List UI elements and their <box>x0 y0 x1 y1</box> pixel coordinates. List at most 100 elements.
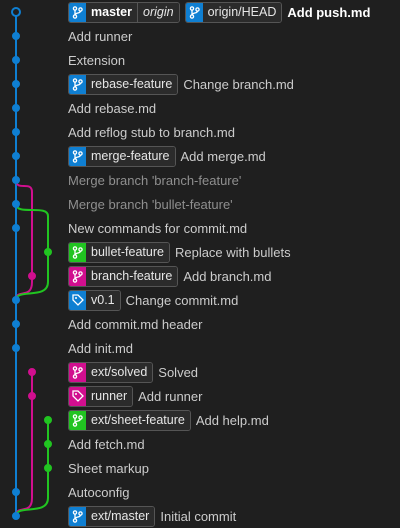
commit-node <box>44 248 52 256</box>
commit-node <box>28 272 36 280</box>
tag-icon <box>69 290 86 310</box>
branch-badge[interactable]: ext/master <box>68 505 156 527</box>
commit-row[interactable]: ext/master Initial commit <box>68 504 236 528</box>
git-branch-icon <box>69 506 86 526</box>
commit-node <box>28 368 36 376</box>
commit-row[interactable]: ext/sheet-feature Add help.md <box>68 408 269 432</box>
branch-badge[interactable]: rebase-feature <box>68 73 179 95</box>
git-branch-icon <box>69 242 86 262</box>
ref-label: origin/HEAD <box>202 2 282 22</box>
git-branch-icon <box>69 146 86 166</box>
commit-message: Add merge.md <box>180 148 266 164</box>
commit-node <box>12 152 20 160</box>
commit-node <box>12 56 20 64</box>
commit-graph <box>11 7 52 520</box>
commit-node <box>12 296 20 304</box>
commit-row[interactable]: branch-feature Add branch.md <box>68 264 271 288</box>
commit-row[interactable]: Sheet markup <box>68 456 149 480</box>
commit-row[interactable]: ext/solved Solved <box>68 360 198 384</box>
commit-message: Add runner <box>138 388 203 404</box>
commit-message: Add init.md <box>68 340 134 356</box>
commit-message: Solved <box>158 364 199 380</box>
commit-row[interactable]: Extension <box>68 48 125 72</box>
commit-message: Add branch.md <box>183 268 272 284</box>
remote-label: origin <box>137 2 179 22</box>
commit-node <box>12 104 20 112</box>
commit-message: Merge branch 'bullet-feature' <box>68 196 233 212</box>
commit-node <box>12 320 20 328</box>
ref-label: bullet-feature <box>86 242 169 262</box>
ref-label: branch-feature <box>86 266 178 286</box>
ref-label: master <box>86 2 137 22</box>
commit-node <box>12 512 20 520</box>
commit-node <box>12 344 20 352</box>
tag-badge[interactable]: runner <box>68 385 134 407</box>
ref-label: ext/solved <box>86 362 153 382</box>
ref-label: runner <box>86 386 133 406</box>
commit-row[interactable]: merge-feature Add merge.md <box>68 144 266 168</box>
commit-node <box>12 200 20 208</box>
branch-badge[interactable]: origin/HEAD <box>184 1 283 23</box>
branch-badge[interactable]: ext/solved <box>68 361 154 383</box>
git-branch-icon <box>69 362 86 382</box>
branch-badge[interactable]: bullet-feature <box>68 241 170 263</box>
commit-row[interactable]: runner Add runner <box>68 384 202 408</box>
git-branch-icon <box>69 266 86 286</box>
commit-node <box>12 224 20 232</box>
commit-row[interactable]: Add reflog stub to branch.md <box>68 120 235 144</box>
ref-label: v0.1 <box>86 290 120 310</box>
tag-icon <box>69 386 86 406</box>
commit-node <box>44 464 52 472</box>
commit-node <box>12 32 20 40</box>
commit-row[interactable]: Add runner <box>68 24 132 48</box>
commit-node <box>44 440 52 448</box>
commit-node <box>12 176 20 184</box>
commit-node <box>12 128 20 136</box>
branch-badge[interactable]: merge-feature <box>68 145 176 167</box>
git-branch-icon <box>69 74 86 94</box>
commit-row[interactable]: Merge branch 'bullet-feature' <box>68 192 233 216</box>
commit-message: New commands for commit.md <box>68 220 248 236</box>
branch-badge[interactable]: branch-feature <box>68 265 179 287</box>
commit-row[interactable]: Add init.md <box>68 336 133 360</box>
commit-row[interactable]: Add rebase.md <box>68 96 156 120</box>
commit-node <box>28 392 36 400</box>
commit-message: Autoconfig <box>68 484 130 500</box>
commit-row[interactable]: Autoconfig <box>68 480 129 504</box>
commit-row[interactable]: v0.1 Change commit.md <box>68 288 238 312</box>
commit-row[interactable]: Merge branch 'branch-feature' <box>68 168 241 192</box>
commit-message: Initial commit <box>160 508 237 524</box>
commit-message: Sheet markup <box>68 460 149 476</box>
commit-message: Replace with bullets <box>174 244 291 260</box>
git-branch-icon <box>185 2 203 22</box>
commit-row[interactable]: Add fetch.md <box>68 432 145 456</box>
ref-label: ext/sheet-feature <box>86 410 190 430</box>
commit-message: Add rebase.md <box>68 100 157 116</box>
ref-label: merge-feature <box>86 146 175 166</box>
ref-label: ext/master <box>86 506 155 526</box>
git-branch-icon <box>69 2 86 22</box>
commit-row[interactable]: bullet-feature Replace with bullets <box>68 240 291 264</box>
head-commit-node <box>11 7 21 17</box>
commit-message: Add runner <box>68 28 133 44</box>
branch-badge[interactable]: ext/sheet-feature <box>68 409 191 431</box>
git-branch-icon <box>69 410 86 430</box>
commit-message: Merge branch 'branch-feature' <box>68 172 242 188</box>
commit-node <box>44 416 52 424</box>
commit-node <box>12 80 20 88</box>
commit-message: Add help.md <box>195 412 269 428</box>
commit-message: Add push.md <box>287 4 371 20</box>
commit-message: Extension <box>68 52 126 68</box>
commit-node <box>12 488 20 496</box>
tag-badge[interactable]: v0.1 <box>68 289 121 311</box>
commit-message: Add commit.md header <box>68 316 203 332</box>
commit-message: Change commit.md <box>125 292 239 308</box>
ref-label: rebase-feature <box>86 74 178 94</box>
commit-row[interactable]: New commands for commit.md <box>68 216 247 240</box>
commit-row[interactable]: Add commit.md header <box>68 312 202 336</box>
commit-message: Add fetch.md <box>68 436 145 452</box>
commit-message: Add reflog stub to branch.md <box>68 124 235 140</box>
